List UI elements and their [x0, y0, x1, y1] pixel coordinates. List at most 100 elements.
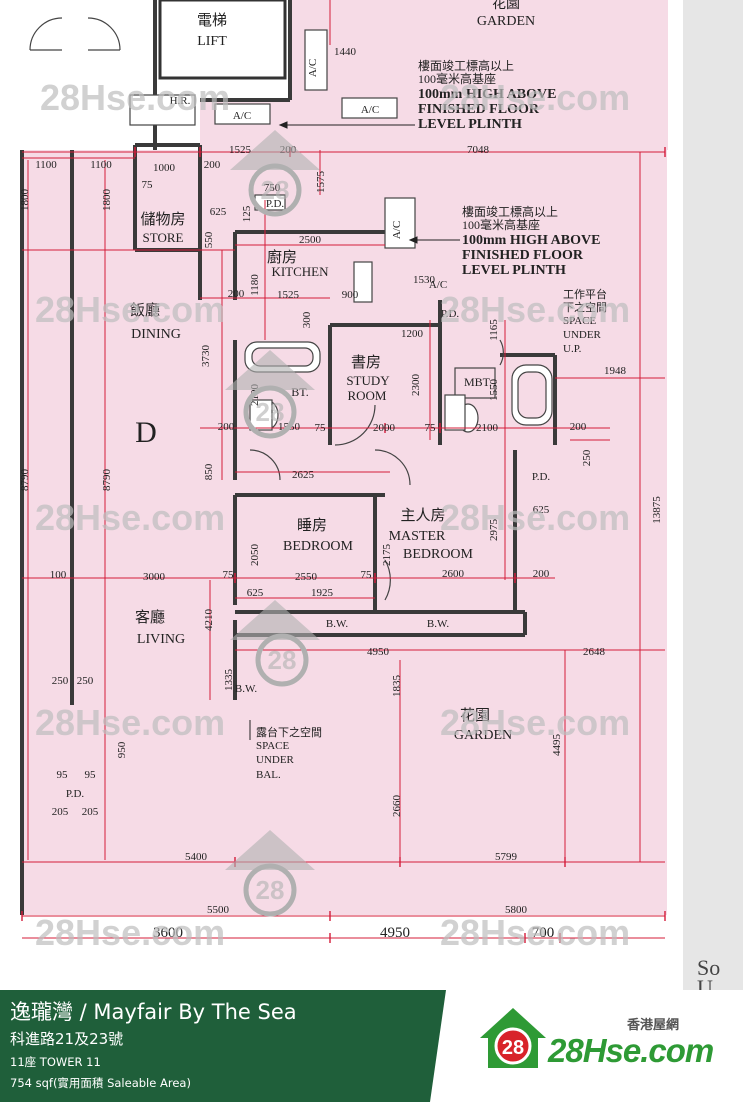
svg-text:200: 200: [218, 421, 235, 433]
plinth-note-middle: 樓面竣工標高以上 100毫米高基座 100mm HIGH ABOVE FINIS…: [462, 204, 600, 278]
svg-text:1165: 1165: [488, 319, 500, 341]
svg-text:睡房: 睡房: [297, 517, 327, 534]
svg-text:625: 625: [210, 206, 227, 218]
svg-text:1575: 1575: [315, 171, 327, 194]
svg-text:750: 750: [264, 182, 281, 194]
svg-text:3730: 3730: [200, 345, 212, 368]
svg-text:U: U: [697, 975, 713, 990]
svg-text:工作平台: 工作平台: [563, 287, 607, 301]
svg-text:FINISHED FLOOR: FINISHED FLOOR: [462, 248, 584, 263]
svg-text:200: 200: [204, 159, 221, 171]
svg-text:D: D: [135, 416, 157, 449]
svg-text:樓面竣工標高以上: 樓面竣工標高以上: [418, 58, 514, 73]
svg-text:B.W.: B.W.: [235, 683, 257, 695]
svg-text:A/C: A/C: [361, 104, 379, 116]
svg-text:BAL.: BAL.: [256, 769, 281, 781]
svg-text:8790: 8790: [101, 469, 113, 492]
svg-text:儲物房: 儲物房: [140, 211, 185, 228]
svg-text:28Hse.com: 28Hse.com: [440, 497, 630, 538]
svg-text:5800: 5800: [505, 904, 528, 916]
svg-text:28: 28: [268, 645, 297, 675]
svg-text:BEDROOM: BEDROOM: [403, 547, 474, 562]
property-title: 逸瓏灣 / Mayfair By The Sea: [10, 1000, 297, 1024]
svg-text:4210: 4210: [203, 609, 215, 632]
svg-text:KITCHEN: KITCHEN: [271, 264, 329, 279]
svg-text:1335: 1335: [223, 669, 235, 692]
svg-text:28Hse.com: 28Hse.com: [35, 912, 225, 953]
svg-text:A/C: A/C: [233, 110, 251, 122]
svg-text:B.W.: B.W.: [427, 618, 449, 630]
svg-text:飯廳: 飯廳: [130, 301, 160, 319]
brand-name[interactable]: 28Hse.com: [548, 1032, 714, 1069]
watermarks: 28Hse.com 28Hse.com 28Hse.com 28Hse.com …: [35, 77, 630, 953]
svg-text:2300: 2300: [410, 374, 422, 397]
svg-text:4950: 4950: [367, 646, 390, 658]
svg-text:200: 200: [228, 288, 245, 300]
svg-text:A/C: A/C: [429, 279, 447, 291]
svg-text:2550: 2550: [295, 571, 318, 583]
fixture-labels: A/C A/C A/C A/C A/C H.R. P.D. P.D. P.D. …: [66, 59, 551, 800]
svg-text:1440: 1440: [334, 46, 357, 58]
svg-text:BEDROOM: BEDROOM: [283, 539, 354, 554]
svg-text:STUDY: STUDY: [346, 373, 390, 388]
svg-text:STORE: STORE: [143, 230, 184, 245]
svg-text:DINING: DINING: [131, 327, 181, 342]
svg-text:28Hse.com: 28Hse.com: [35, 497, 225, 538]
svg-text:UNDER: UNDER: [256, 754, 295, 766]
svg-text:28Hse.com: 28Hse.com: [440, 77, 630, 118]
svg-text:3600: 3600: [153, 925, 183, 941]
svg-text:1925: 1925: [311, 587, 334, 599]
svg-text:5500: 5500: [207, 904, 230, 916]
svg-text:75: 75: [142, 179, 154, 191]
svg-text:75: 75: [425, 422, 437, 434]
svg-text:3000: 3000: [143, 571, 166, 583]
svg-text:2600: 2600: [442, 568, 465, 580]
svg-text:2975: 2975: [488, 519, 500, 542]
svg-text:2625: 2625: [292, 469, 315, 481]
svg-text:LIVING: LIVING: [137, 632, 185, 647]
svg-text:LIFT: LIFT: [197, 34, 227, 49]
balcony-note: 露台下之空間 SPACE UNDER BAL.: [256, 725, 322, 781]
svg-text:1530: 1530: [413, 274, 436, 286]
svg-text:900: 900: [342, 289, 359, 301]
svg-text:1800: 1800: [101, 189, 113, 212]
svg-text:樓面竣工標高以上: 樓面竣工標高以上: [462, 204, 558, 219]
svg-text:P.D.: P.D.: [441, 308, 460, 320]
svg-text:MBT.: MBT.: [464, 375, 492, 389]
svg-text:1000: 1000: [153, 162, 176, 174]
svg-text:2175: 2175: [381, 544, 393, 567]
svg-text:28Hse.com: 28Hse.com: [35, 289, 225, 330]
side-edge-text: So U: [697, 955, 720, 990]
svg-text:250: 250: [52, 675, 69, 687]
svg-text:5799: 5799: [495, 851, 518, 863]
svg-text:1525: 1525: [229, 144, 252, 156]
svg-text:28: 28: [256, 397, 285, 427]
svg-text:2050: 2050: [249, 544, 261, 567]
svg-text:95: 95: [85, 769, 97, 781]
watermark-badges: 28 28 28 28: [225, 130, 320, 917]
svg-text:U.P.: U.P.: [563, 343, 582, 355]
svg-text:1100: 1100: [35, 159, 57, 171]
svg-text:550: 550: [203, 231, 215, 248]
svg-text:LEVEL PLINTH: LEVEL PLINTH: [462, 263, 566, 278]
svg-text:客廳: 客廳: [135, 608, 165, 626]
svg-text:7048: 7048: [467, 144, 490, 156]
svg-text:ROOM: ROOM: [347, 388, 386, 403]
svg-text:13875: 13875: [651, 496, 663, 524]
svg-text:28: 28: [502, 1037, 524, 1059]
svg-text:75: 75: [361, 569, 373, 581]
svg-text:GARDEN: GARDEN: [477, 14, 535, 29]
svg-text:1200: 1200: [401, 328, 424, 340]
svg-text:2100: 2100: [476, 422, 499, 434]
svg-text:100mm HIGH ABOVE: 100mm HIGH ABOVE: [462, 233, 600, 248]
svg-text:28: 28: [256, 875, 285, 905]
svg-text:4950: 4950: [380, 925, 410, 941]
up-note: 工作平台 下之空間 SPACE UNDER U.P.: [563, 287, 607, 355]
property-tower: 11座 TOWER 11: [10, 1055, 101, 1069]
svg-text:FINISHED FLOOR: FINISHED FLOOR: [418, 102, 540, 117]
property-address: 科進路21及23號: [10, 1030, 124, 1048]
svg-text:28Hse.com: 28Hse.com: [440, 289, 630, 330]
svg-text:SPACE: SPACE: [256, 740, 290, 752]
floor-plan: A/C A/C A/C A/C A/C H.R. P.D. P.D. P.D. …: [19, 0, 743, 990]
svg-text:廚房: 廚房: [267, 248, 297, 266]
